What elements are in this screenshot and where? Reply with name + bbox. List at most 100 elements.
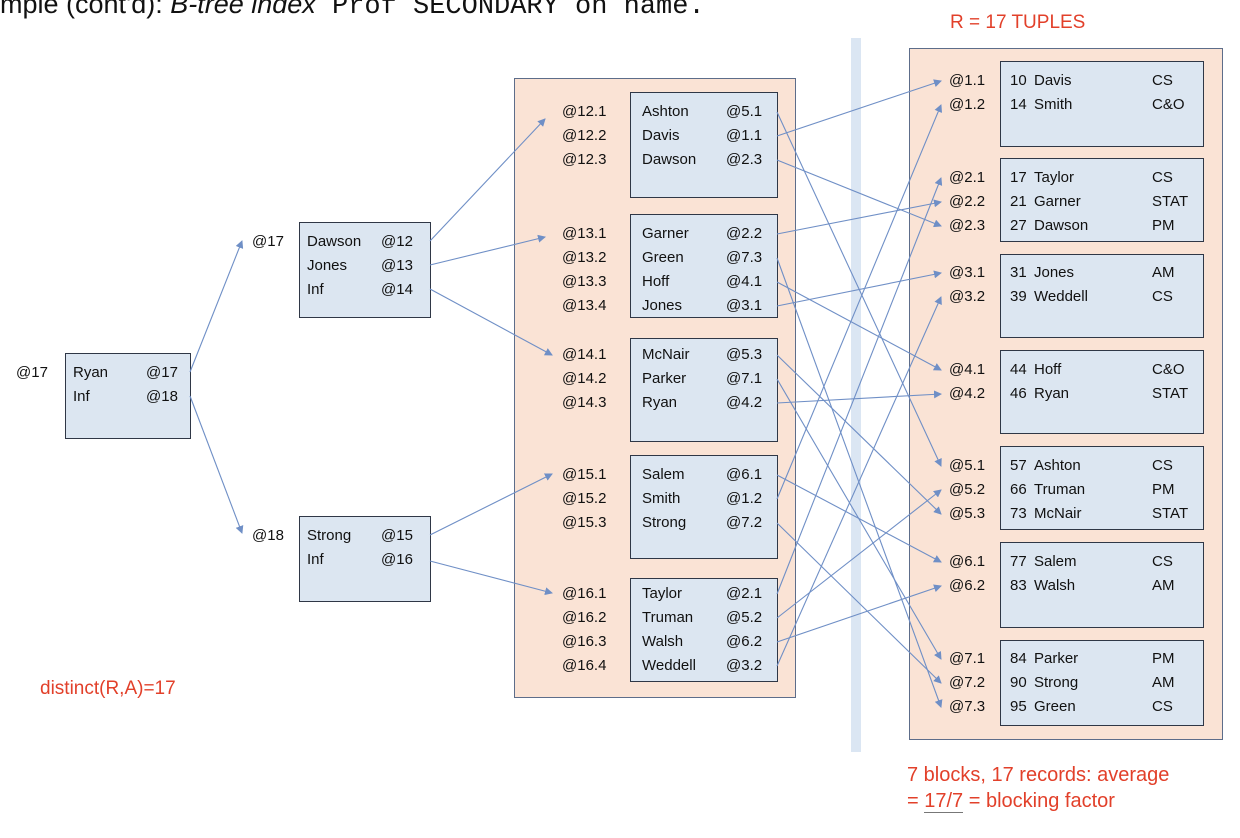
leaf-record-pointer: @7.1 bbox=[726, 370, 763, 387]
leaf-pointer-label: @16.2 bbox=[562, 609, 607, 626]
record-name: Ashton bbox=[1034, 457, 1081, 474]
record-dept: AM bbox=[1152, 577, 1175, 594]
leaf-record-pointer: @7.2 bbox=[726, 514, 763, 531]
leaf-pointer-label: @13.1 bbox=[562, 225, 607, 242]
data-block bbox=[1000, 446, 1204, 530]
record-name: McNair bbox=[1034, 505, 1082, 522]
record-name: Hoff bbox=[1034, 361, 1062, 378]
internal-key: Jones bbox=[307, 257, 348, 274]
root-child-pointer: @18 bbox=[146, 388, 178, 405]
record-dept: STAT bbox=[1152, 193, 1189, 210]
leaf-record-pointer: @2.3 bbox=[726, 151, 763, 168]
record-id: 21 bbox=[1010, 193, 1027, 210]
record-id: 77 bbox=[1010, 553, 1027, 570]
record-dept: CS bbox=[1152, 698, 1173, 715]
internal-child-pointer: @13 bbox=[381, 257, 413, 274]
leaf-key: Taylor bbox=[642, 585, 683, 602]
block-pointer-label: @3.2 bbox=[949, 288, 986, 305]
block-pointer-label: @7.1 bbox=[949, 650, 986, 667]
record-name: Dawson bbox=[1034, 217, 1089, 234]
data-block bbox=[1000, 158, 1204, 242]
block-pointer-label: @3.1 bbox=[949, 264, 986, 281]
leaf-record-pointer: @2.1 bbox=[726, 585, 763, 602]
record-id: 39 bbox=[1010, 288, 1027, 305]
record-id: 14 bbox=[1010, 96, 1027, 113]
root-node bbox=[65, 353, 191, 439]
record-name: Garner bbox=[1034, 193, 1081, 210]
block-pointer-label: @7.3 bbox=[949, 698, 986, 715]
leaf-key: Dawson bbox=[642, 151, 697, 168]
note-rest: = blocking factor bbox=[963, 790, 1115, 812]
leaf-pointer-label: @12.2 bbox=[562, 127, 607, 144]
record-name: Weddell bbox=[1034, 288, 1088, 305]
leaf-node bbox=[630, 338, 778, 442]
record-id: 57 bbox=[1010, 457, 1027, 474]
record-id: 27 bbox=[1010, 217, 1027, 234]
leaf-record-pointer: @2.2 bbox=[726, 225, 763, 242]
internal-node-pointer-label: @17 bbox=[252, 233, 284, 250]
title-mono: Prof SECONDARY on bbox=[315, 0, 608, 22]
block-pointer-label: @2.2 bbox=[949, 193, 986, 210]
root-to-internal-arrow bbox=[189, 240, 244, 373]
leaf-key: Strong bbox=[642, 514, 687, 531]
record-dept: CS bbox=[1152, 169, 1173, 186]
leaf-key: Ryan bbox=[642, 394, 678, 411]
leaf-record-pointer: @1.2 bbox=[726, 490, 763, 507]
record-name: Walsh bbox=[1034, 577, 1076, 594]
root-pointer-label: @17 bbox=[16, 364, 48, 381]
record-name: Parker bbox=[1034, 650, 1079, 667]
root-key: Ryan bbox=[73, 364, 109, 381]
record-dept: C&O bbox=[1152, 96, 1185, 113]
leaf-record-pointer: @1.1 bbox=[726, 127, 763, 144]
r-tuples-label: R = 17 TUPLES bbox=[950, 12, 1086, 33]
leaf-key: Parker bbox=[642, 370, 687, 387]
root-to-internal-arrow bbox=[189, 395, 244, 534]
record-dept: STAT bbox=[1152, 385, 1189, 402]
leaf-key: Truman bbox=[642, 609, 694, 626]
record-id: 44 bbox=[1010, 361, 1027, 378]
leaf-key: Smith bbox=[642, 490, 681, 507]
leaf-node bbox=[630, 214, 778, 318]
record-id: 17 bbox=[1010, 169, 1027, 186]
leaf-pointer-label: @14.3 bbox=[562, 394, 607, 411]
data-block bbox=[1000, 350, 1204, 434]
title-prefix: mple (cont'd): bbox=[0, 0, 171, 19]
internal-child-pointer: @15 bbox=[381, 527, 413, 544]
leaf-pointer-label: @14.1 bbox=[562, 346, 607, 363]
block-pointer-label: @1.2 bbox=[949, 96, 986, 113]
record-id: 90 bbox=[1010, 674, 1027, 691]
record-dept: PM bbox=[1152, 481, 1175, 498]
leaf-key: Ashton bbox=[642, 103, 689, 120]
record-dept: CS bbox=[1152, 457, 1173, 474]
leaf-record-pointer: @3.2 bbox=[726, 657, 763, 674]
leaf-pointer-label: @15.1 bbox=[562, 466, 607, 483]
record-name: Truman bbox=[1034, 481, 1086, 498]
leaf-pointer-label: @16.1 bbox=[562, 585, 607, 602]
internal-key: Dawson bbox=[307, 233, 362, 250]
title-mono-2: name. bbox=[607, 0, 705, 22]
record-name: Smith bbox=[1034, 96, 1073, 113]
blocking-note-line2: = 17/7 = blocking factor bbox=[907, 790, 1115, 813]
record-name: Salem bbox=[1034, 553, 1077, 570]
block-pointer-label: @5.2 bbox=[949, 481, 986, 498]
record-name: Ryan bbox=[1034, 385, 1070, 402]
blocking-note-line1: 7 blocks, 17 records: average bbox=[907, 764, 1170, 786]
title-italic: B-tree index bbox=[170, 0, 316, 19]
root-child-pointer: @17 bbox=[146, 364, 178, 381]
record-dept: PM bbox=[1152, 217, 1175, 234]
leaf-pointer-label: @13.2 bbox=[562, 249, 607, 266]
record-id: 73 bbox=[1010, 505, 1027, 522]
record-id: 83 bbox=[1010, 577, 1027, 594]
record-dept: CS bbox=[1152, 553, 1173, 570]
leaf-key: Walsh bbox=[642, 633, 684, 650]
record-id: 31 bbox=[1010, 264, 1027, 281]
data-block bbox=[1000, 254, 1204, 338]
leaf-node bbox=[630, 455, 778, 559]
leaf-record-pointer: @5.3 bbox=[726, 346, 763, 363]
record-id: 46 bbox=[1010, 385, 1027, 402]
block-pointer-label: @2.1 bbox=[949, 169, 986, 186]
leaf-node bbox=[630, 92, 778, 198]
record-dept: C&O bbox=[1152, 361, 1185, 378]
separator-bar bbox=[851, 38, 861, 752]
internal-key: Strong bbox=[307, 527, 352, 544]
